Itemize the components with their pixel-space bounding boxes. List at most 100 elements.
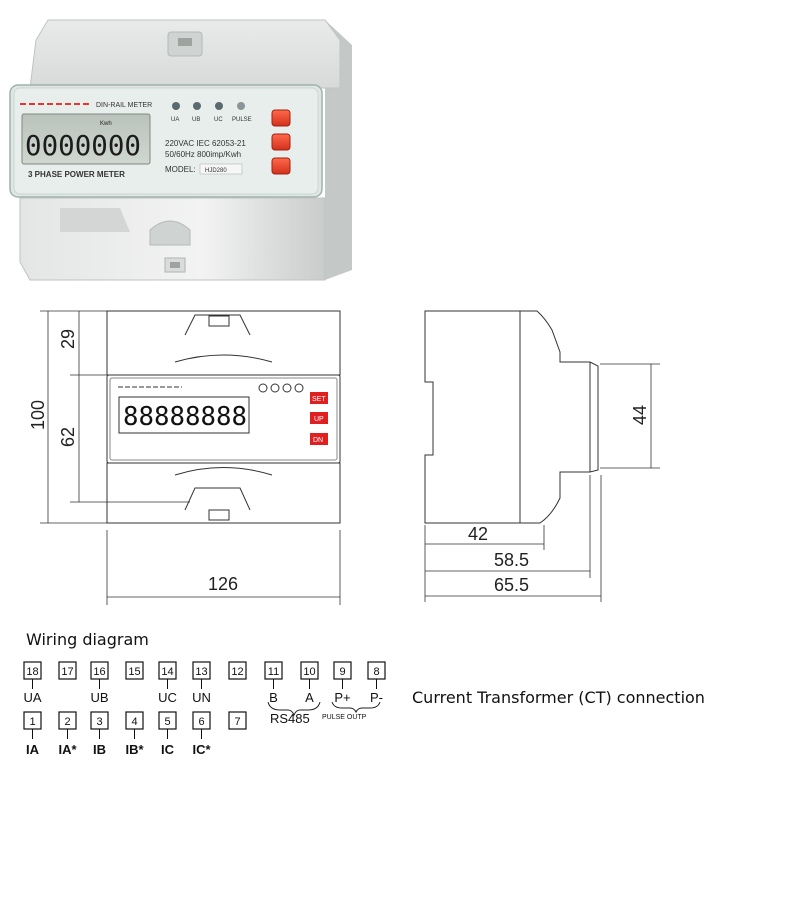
side-drawing bbox=[424, 310, 599, 524]
terminal-label: UN bbox=[192, 690, 211, 705]
front-bottom-clip-slot bbox=[208, 509, 230, 521]
photo-led-row: UA UB UC PULSE bbox=[171, 102, 252, 123]
terminal-top-8: 8P- bbox=[367, 661, 386, 705]
terminal-number: 12 bbox=[231, 666, 243, 678]
terminal-number: 13 bbox=[195, 666, 207, 678]
terminal-label: UC bbox=[158, 690, 177, 705]
photo-lcd-unit: Kwh bbox=[100, 121, 112, 127]
terminal-top-15: 15 bbox=[125, 661, 144, 680]
front-bottom-curve bbox=[174, 467, 273, 476]
photo-model-label: MODEL: bbox=[165, 165, 196, 174]
terminal-number: 9 bbox=[339, 666, 345, 678]
pulse-output-label: PULSE OUTP bbox=[322, 714, 367, 721]
terminal-label: P+ bbox=[334, 690, 350, 705]
terminal-number: 16 bbox=[93, 666, 105, 678]
photo-top-clip-slot bbox=[178, 38, 192, 46]
led-label-pulse: PULSE bbox=[232, 117, 252, 123]
terminal-box bbox=[228, 711, 247, 730]
terminal-label: B bbox=[269, 690, 278, 705]
photo-model-plate bbox=[199, 163, 243, 175]
photo-buttons bbox=[271, 109, 291, 175]
front-top-clip-outline bbox=[184, 314, 251, 336]
dim-label-100: 100 bbox=[28, 400, 48, 430]
front-bottom-clip-outline bbox=[184, 487, 251, 511]
terminal-bottom-4: 4IB* bbox=[125, 711, 144, 757]
front-display-frame bbox=[118, 396, 250, 434]
photo-set-button bbox=[271, 109, 291, 127]
front-up-label: UP bbox=[314, 416, 324, 423]
front-set-label: SET bbox=[312, 396, 326, 403]
dim-label-58-5: 58.5 bbox=[494, 550, 529, 570]
front-bottom-section bbox=[106, 462, 341, 524]
terminal-bottom-6: 6IC* bbox=[192, 711, 211, 757]
front-led-4-icon bbox=[294, 383, 304, 393]
photo-rail-clip-slot bbox=[170, 262, 180, 268]
photo-up-button bbox=[271, 133, 291, 151]
terminal-top-10: 10A bbox=[300, 661, 319, 705]
led-uc-icon bbox=[215, 102, 223, 110]
front-dn-label: DN bbox=[313, 437, 323, 444]
photo-brand-strip: DIN-RAIL METER bbox=[96, 102, 152, 109]
front-drawing bbox=[106, 310, 341, 524]
led-ua-icon bbox=[172, 102, 180, 110]
dim-label-126: 126 bbox=[208, 574, 238, 594]
terminal-label: UA bbox=[23, 690, 41, 705]
terminal-number: 1 bbox=[29, 716, 35, 728]
photo-dn-button bbox=[271, 157, 291, 175]
terminal-top-17: 17 bbox=[58, 661, 77, 680]
rs485-bracket bbox=[267, 701, 381, 717]
front-set-button bbox=[310, 392, 328, 404]
terminal-number: 4 bbox=[131, 716, 137, 728]
terminal-box bbox=[125, 661, 144, 680]
rs485-label: RS485 bbox=[270, 711, 310, 726]
front-top-curve bbox=[174, 354, 273, 363]
terminal-number: 2 bbox=[64, 716, 70, 728]
terminal-label: IA* bbox=[58, 742, 77, 757]
photo-lcd-reading: 0000000 bbox=[25, 129, 141, 162]
ct-connection-label: Current Transformer (CT) connection bbox=[412, 688, 705, 707]
front-up-button bbox=[310, 412, 328, 424]
terminal-bottom-1: 1IA bbox=[23, 711, 42, 757]
terminal-number: 7 bbox=[234, 716, 240, 728]
side-front-profile bbox=[520, 310, 599, 524]
led-ub-icon bbox=[193, 102, 201, 110]
terminal-bottom-3: 3IB bbox=[90, 711, 109, 757]
meter-photo: DIN-RAIL METER UA UB UC PULSE Kwh 000000… bbox=[9, 19, 352, 281]
dim-label-42: 42 bbox=[468, 524, 488, 544]
front-buttons: SET UP DN bbox=[310, 392, 328, 445]
terminal-number: 15 bbox=[128, 666, 140, 678]
pulse-brace bbox=[331, 701, 381, 714]
terminal-label: IB* bbox=[125, 742, 144, 757]
terminal-number: 5 bbox=[164, 716, 170, 728]
photo-spec-line-1: 220VAC IEC 62053-21 bbox=[165, 139, 246, 148]
terminal-row-bottom: 1IA 2IA* 3IB 4IB* 5IC 6IC* 7 bbox=[23, 711, 247, 757]
front-dimensions bbox=[40, 310, 341, 605]
front-middle-inner bbox=[109, 377, 338, 461]
front-display-digits: 88888888 bbox=[123, 402, 247, 432]
dim-label-44: 44 bbox=[630, 405, 650, 425]
wiring-diagram-title: Wiring diagram bbox=[26, 630, 149, 649]
terminal-label: IB bbox=[93, 742, 106, 757]
photo-lower-clip bbox=[149, 220, 191, 246]
photo-model-value: HJD280 bbox=[205, 168, 227, 174]
photo-lcd bbox=[21, 113, 151, 165]
terminal-box bbox=[58, 661, 77, 680]
photo-product-name: 3 PHASE POWER METER bbox=[28, 170, 125, 179]
terminal-number: 14 bbox=[161, 666, 173, 678]
terminal-label: IA bbox=[26, 742, 40, 757]
led-pulse-icon bbox=[237, 102, 245, 110]
terminal-number: 8 bbox=[373, 666, 379, 678]
side-dimensions bbox=[424, 363, 660, 602]
front-led-2-icon bbox=[270, 383, 280, 393]
led-label-ub: UB bbox=[192, 117, 200, 123]
terminal-bottom-5: 5IC bbox=[158, 711, 177, 757]
led-label-ua: UA bbox=[171, 117, 179, 123]
led-label-uc: UC bbox=[214, 117, 223, 123]
front-led-1-icon bbox=[258, 383, 268, 393]
